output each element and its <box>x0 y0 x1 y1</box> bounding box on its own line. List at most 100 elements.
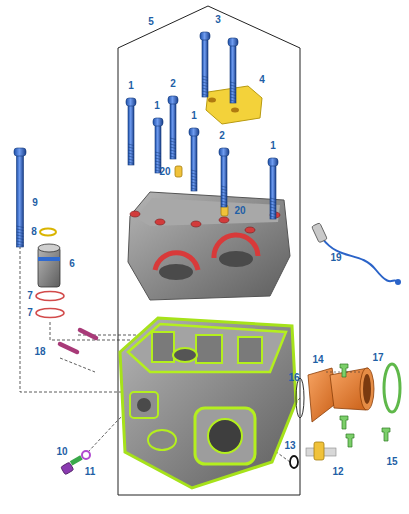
drawing-part <box>340 416 348 429</box>
drawing-part <box>346 434 354 447</box>
bolt <box>168 96 178 159</box>
drawing-part <box>155 158 161 160</box>
drawing-part <box>221 198 227 200</box>
callout-number: 1 <box>153 100 161 112</box>
callout-number: 11 <box>84 466 97 478</box>
drawing-part <box>159 264 193 280</box>
drawing-part <box>60 358 95 372</box>
drawing-part <box>130 211 280 233</box>
drawing-part <box>202 94 208 96</box>
bolt <box>126 98 136 165</box>
drawing-part <box>221 189 227 191</box>
drawing-part <box>228 38 238 46</box>
drawing-part <box>155 161 161 163</box>
drawing-part <box>191 221 201 227</box>
drawing-part <box>155 125 161 173</box>
bolt <box>14 148 26 247</box>
drawing-part <box>208 98 216 103</box>
group-outline <box>118 6 300 495</box>
drawing-part <box>322 238 398 282</box>
drawing-part <box>36 309 64 318</box>
drawing-part <box>155 155 161 157</box>
drawing-part <box>202 39 208 97</box>
drawing-part <box>195 408 255 464</box>
drawing-part <box>268 158 278 166</box>
drawing-part <box>221 186 227 188</box>
drawing-part <box>170 153 176 155</box>
drawing-part <box>38 244 60 252</box>
callout-number: 16 <box>287 372 300 384</box>
drawing-part <box>128 153 134 155</box>
callout-number: 1 <box>190 110 198 122</box>
drawing-part <box>17 241 24 243</box>
drawing-part <box>155 152 161 154</box>
drawing-part <box>270 201 276 203</box>
dowel-sleeve <box>175 166 228 216</box>
drawing-part <box>314 442 324 460</box>
drawing-part <box>202 79 208 81</box>
drawing-part <box>208 419 242 453</box>
drawing-part <box>36 292 64 301</box>
drawing-part <box>120 318 296 488</box>
drawing-part <box>221 192 227 194</box>
callout-number: 4 <box>258 74 266 86</box>
drawing-part <box>238 337 262 363</box>
cylinder-head <box>120 318 296 488</box>
callout-number: 2 <box>169 78 177 90</box>
drawing-part <box>191 188 197 190</box>
drawing-part <box>82 451 90 459</box>
drawing-part <box>230 100 236 102</box>
sleeve-parts <box>36 229 64 318</box>
drawing-part <box>153 118 163 126</box>
intake-joint <box>296 364 400 422</box>
callout-number: 18 <box>33 346 46 358</box>
drawing-part <box>384 364 400 412</box>
drawing-part <box>128 162 134 164</box>
drawing-part <box>173 348 197 362</box>
drawing-part <box>128 105 134 165</box>
drawing-part <box>230 91 236 93</box>
drawing-part <box>17 232 24 234</box>
drawing-part <box>230 94 236 96</box>
drawing-part <box>20 246 128 392</box>
drawing-part <box>219 148 229 156</box>
drawing-part <box>128 156 134 158</box>
bolts <box>14 32 278 247</box>
bolt <box>268 158 278 219</box>
drawing-part <box>191 135 197 191</box>
drawing-part <box>126 98 136 106</box>
drawing-part <box>128 159 134 161</box>
drawing-part <box>170 147 176 149</box>
drawing-part <box>189 128 199 136</box>
drawing-part <box>17 238 24 240</box>
drawing-part <box>296 378 304 418</box>
callout-number: 13 <box>283 440 296 452</box>
drawing-part <box>191 179 197 181</box>
drawing-part <box>231 108 239 113</box>
drawing-part <box>128 144 134 146</box>
bolt <box>219 148 229 207</box>
drawing-part <box>230 85 236 87</box>
drawing-part <box>170 150 176 152</box>
drawing-part <box>245 227 255 233</box>
drawing-part <box>170 138 176 140</box>
drawing-part <box>128 150 134 152</box>
drawing-part <box>175 166 182 177</box>
drawing-part <box>340 364 348 377</box>
drawing-part <box>270 207 276 209</box>
drawing-part <box>191 182 197 184</box>
drawing-part <box>270 165 276 219</box>
callout-number: 2 <box>218 130 226 142</box>
callout-number: 6 <box>68 258 76 270</box>
callout-number: 20 <box>158 166 171 178</box>
callout-number: 12 <box>331 466 344 478</box>
drawing-part <box>202 82 208 84</box>
drawing-part <box>221 201 227 203</box>
drawing-part <box>130 392 158 418</box>
drawing-part <box>221 204 227 206</box>
drawing-part <box>191 185 197 187</box>
callout-number: 17 <box>371 352 384 364</box>
drawing-part <box>382 428 390 441</box>
dowel-pin <box>60 330 96 352</box>
